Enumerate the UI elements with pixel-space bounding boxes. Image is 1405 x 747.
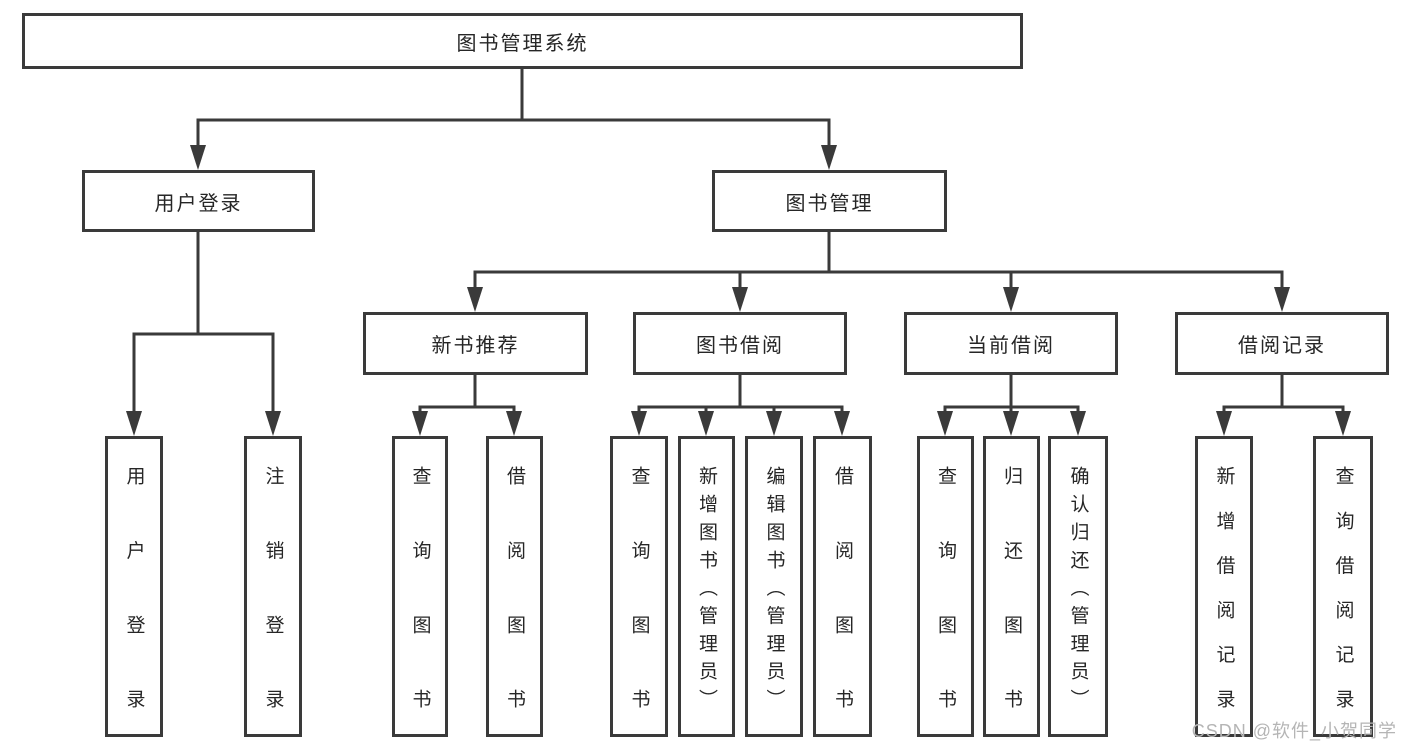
node-label: 查询图书	[409, 465, 431, 708]
node-label: 新书推荐	[431, 335, 520, 357]
node-leaf-add-book-admin: 新增图书（管理员）	[678, 436, 735, 737]
node-book-borrow: 图书借阅	[633, 312, 847, 375]
node-root-system: 图书管理系统	[22, 13, 1023, 69]
node-label: 归还图书	[1001, 465, 1022, 708]
node-label: 新增图书（管理员）	[696, 465, 717, 708]
node-label: 查询图书	[628, 465, 650, 708]
arrowhead-icon	[631, 411, 647, 436]
csdn-watermark: CSDN @软件_小贺同学	[1191, 721, 1397, 741]
node-label: 编辑图书（管理员）	[763, 465, 785, 708]
node-leaf-query-book-recommend: 查询图书	[392, 436, 448, 737]
arrowhead-icon	[265, 411, 281, 436]
connector-records-to-children	[1222, 373, 1345, 418]
connector-login-to-children	[132, 230, 275, 418]
node-leaf-return-book: 归还图书	[983, 436, 1040, 737]
node-leaf-add-borrow-record: 新增借阅记录	[1195, 436, 1253, 737]
node-label: 确认归还（管理员）	[1067, 465, 1089, 708]
node-label: 新增借阅记录	[1213, 465, 1235, 708]
arrowhead-icon	[126, 411, 142, 436]
node-label: 借阅记录	[1238, 335, 1326, 357]
arrowhead-icon	[1216, 411, 1232, 436]
node-label: 用户登录	[123, 465, 145, 708]
arrowhead-icon	[937, 411, 953, 436]
arrowhead-icon	[766, 411, 782, 436]
node-leaf-confirm-return-admin: 确认归还（管理员）	[1048, 436, 1108, 737]
node-leaf-edit-book-admin: 编辑图书（管理员）	[745, 436, 803, 737]
node-leaf-borrow-book-recommend: 借阅图书	[486, 436, 543, 737]
node-borrow-records: 借阅记录	[1175, 312, 1389, 375]
node-leaf-query-borrow-record: 查询借阅记录	[1313, 436, 1373, 737]
node-leaf-borrow-book: 借阅图书	[813, 436, 872, 737]
arrowhead-icon	[467, 287, 483, 312]
node-leaf-user-login: 用户登录	[105, 436, 163, 737]
node-label: 图书管理	[785, 192, 874, 215]
node-label: 图书管理系统	[456, 32, 589, 55]
node-label: 当前借阅	[967, 335, 1055, 357]
node-current-borrow: 当前借阅	[904, 312, 1118, 375]
node-new-book-recommend: 新书推荐	[363, 312, 588, 375]
node-leaf-query-book-borrow: 查询图书	[610, 436, 668, 737]
node-label: 查询图书	[935, 465, 956, 708]
node-label: 查询借阅记录	[1332, 465, 1354, 708]
arrowhead-icon	[821, 145, 837, 170]
arrowhead-icon	[1003, 411, 1019, 436]
connector-mgmt-to-level3	[473, 230, 1284, 294]
connector-root-to-level2	[196, 67, 831, 152]
node-leaf-query-book-current: 查询图书	[917, 436, 974, 737]
node-label: 借阅图书	[504, 465, 525, 708]
node-label: 借阅图书	[832, 465, 853, 708]
arrowhead-icon	[412, 411, 428, 436]
node-label: 用户登录	[154, 192, 243, 215]
node-book-management-branch: 图书管理	[712, 170, 947, 232]
arrowhead-icon	[1274, 287, 1290, 312]
connector-recommend-to-children	[418, 373, 516, 418]
arrowhead-icon	[190, 145, 206, 170]
node-label: 注销登录	[262, 465, 284, 708]
arrowhead-icon	[698, 411, 714, 436]
connector-borrow-to-children	[637, 373, 844, 418]
connector-current-to-children	[943, 373, 1080, 418]
arrowhead-icon	[1070, 411, 1086, 436]
node-leaf-logout: 注销登录	[244, 436, 302, 737]
arrowhead-icon	[1335, 411, 1351, 436]
node-label: 图书借阅	[696, 335, 784, 357]
arrowhead-icon	[834, 411, 850, 436]
node-user-login-branch: 用户登录	[82, 170, 315, 232]
arrowhead-icon	[732, 287, 748, 312]
arrowhead-icon	[1003, 287, 1019, 312]
arrowhead-icon	[506, 411, 522, 436]
